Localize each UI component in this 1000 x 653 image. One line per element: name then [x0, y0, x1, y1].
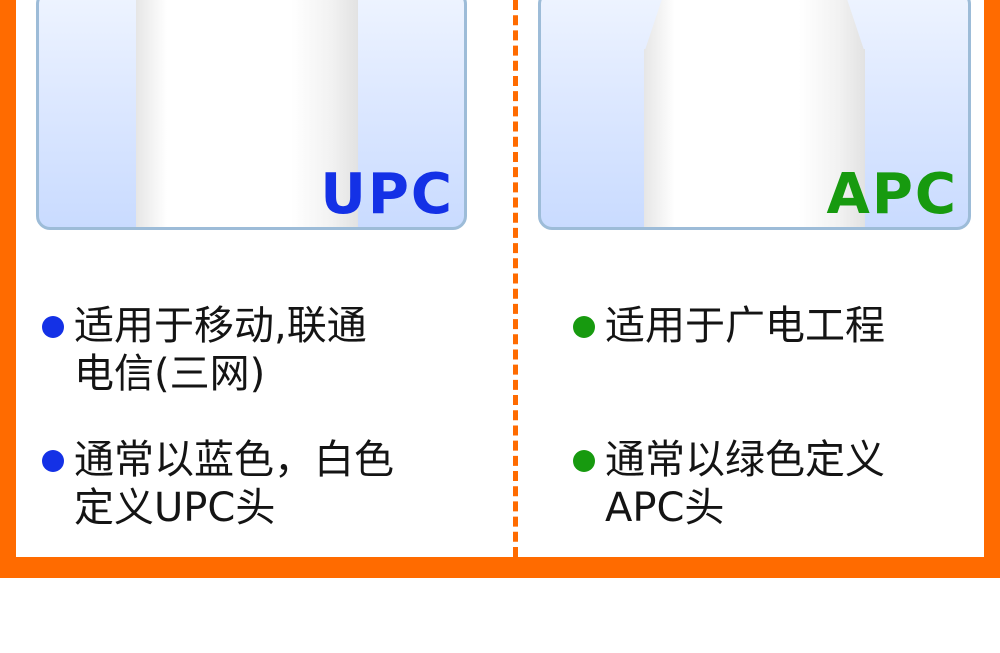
- green-dot-icon: [573, 316, 595, 338]
- blue-dot-icon: [42, 316, 64, 338]
- upc-bullet-2: 通常以蓝色，白色 定义UPC头: [42, 436, 394, 532]
- apc-ferrule-shape: [644, 49, 865, 227]
- upc-bullet-1: 适用于移动,联通 电信(三网): [42, 302, 367, 398]
- upc-ferrule-shape: [136, 0, 358, 227]
- apc-connector-image: APC: [538, 0, 971, 230]
- blue-dot-icon: [42, 450, 64, 472]
- apc-bullet-2: 通常以绿色定义 APC头: [573, 436, 885, 532]
- apc-bullet-1: 适用于广电工程: [573, 302, 885, 350]
- upc-connector-image: UPC: [36, 0, 467, 230]
- upc-label: UPC: [320, 162, 454, 227]
- apc-label: APC: [826, 162, 958, 227]
- upc-bullet-1-line-2: 电信(三网): [74, 351, 266, 397]
- upc-bullet-2-line-2: 定义UPC头: [74, 485, 276, 531]
- upc-bullet-1-line-1: 适用于移动,联通: [74, 303, 367, 349]
- upc-bullet-2-line-1: 通常以蓝色，白色: [74, 437, 394, 483]
- apc-bullet-1-line-1: 适用于广电工程: [605, 303, 885, 349]
- green-dot-icon: [573, 450, 595, 472]
- orange-frame: UPC 适用于移动,联通 电信(三网) 通常以蓝色，白色 定义UPC头 APC: [0, 0, 1000, 578]
- apc-bullet-2-line-1: 通常以绿色定义: [605, 437, 885, 483]
- apc-ferrule-angled-tip: [644, 0, 865, 53]
- apc-bullet-2-line-2: APC头: [605, 485, 725, 531]
- content-area: UPC 适用于移动,联通 电信(三网) 通常以蓝色，白色 定义UPC头 APC: [16, 0, 984, 557]
- dashed-divider: [513, 0, 518, 557]
